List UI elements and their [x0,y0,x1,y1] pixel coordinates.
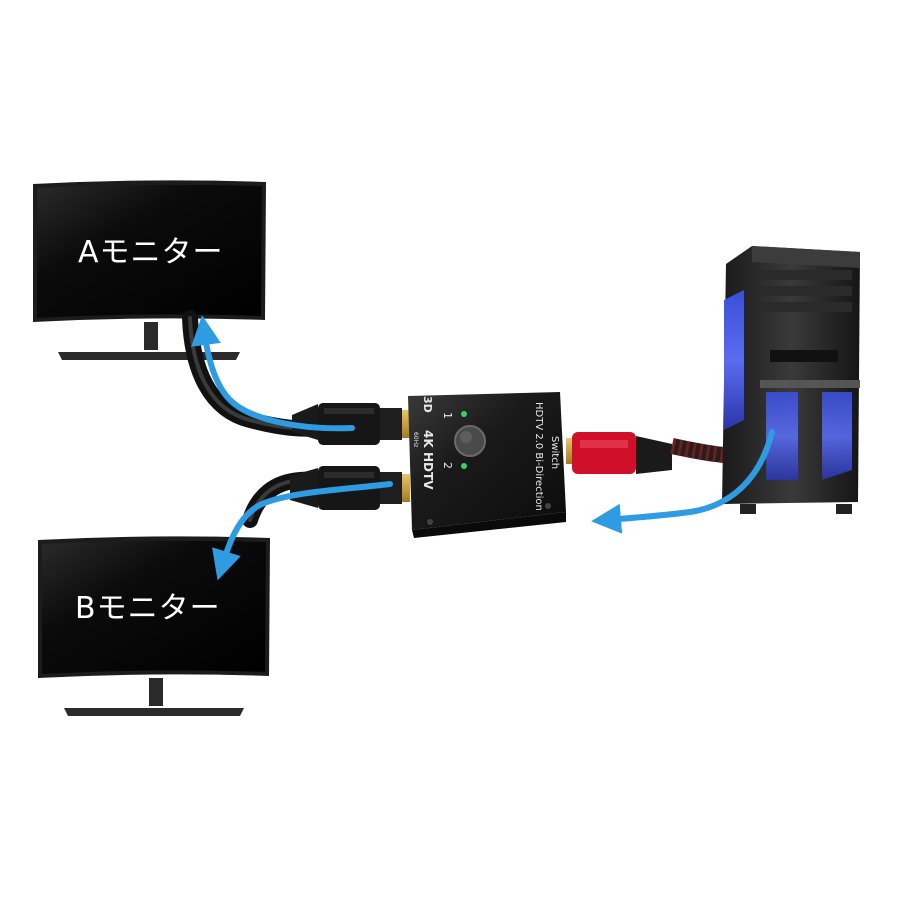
port-2-label: 2 [441,462,454,469]
hdmi-plug-1 [292,403,410,445]
hdmi-switch-icon: HDTV 2.0 Bi-Direction Switch 3D 4K HDTV … [408,392,566,538]
led-indicator-1 [461,411,467,417]
monitor-b: Bモニター [38,536,270,716]
flow-arrow-icon [591,429,775,534]
badge-hdtv: HDTV [421,452,435,490]
badge-4k: 4K [421,430,435,448]
led-indicator-2 [461,463,467,469]
flow-arrow-icon [212,481,393,581]
flow-arrow-icon [191,315,355,432]
monitor-a-label: Aモニター [78,235,224,270]
port-1-label: 1 [441,412,454,419]
switch-model-line1: HDTV 2.0 Bi-Direction [533,402,544,511]
badge-3d: 3D [421,396,434,413]
monitor-a: Aモニター [33,180,266,360]
monitor-b-label: Bモニター [75,591,221,626]
badge-sub: 60Hz [412,432,419,447]
flow-arrows [191,315,775,581]
computer-tower-icon [722,246,860,514]
switch-model-line2: Switch [549,436,560,469]
